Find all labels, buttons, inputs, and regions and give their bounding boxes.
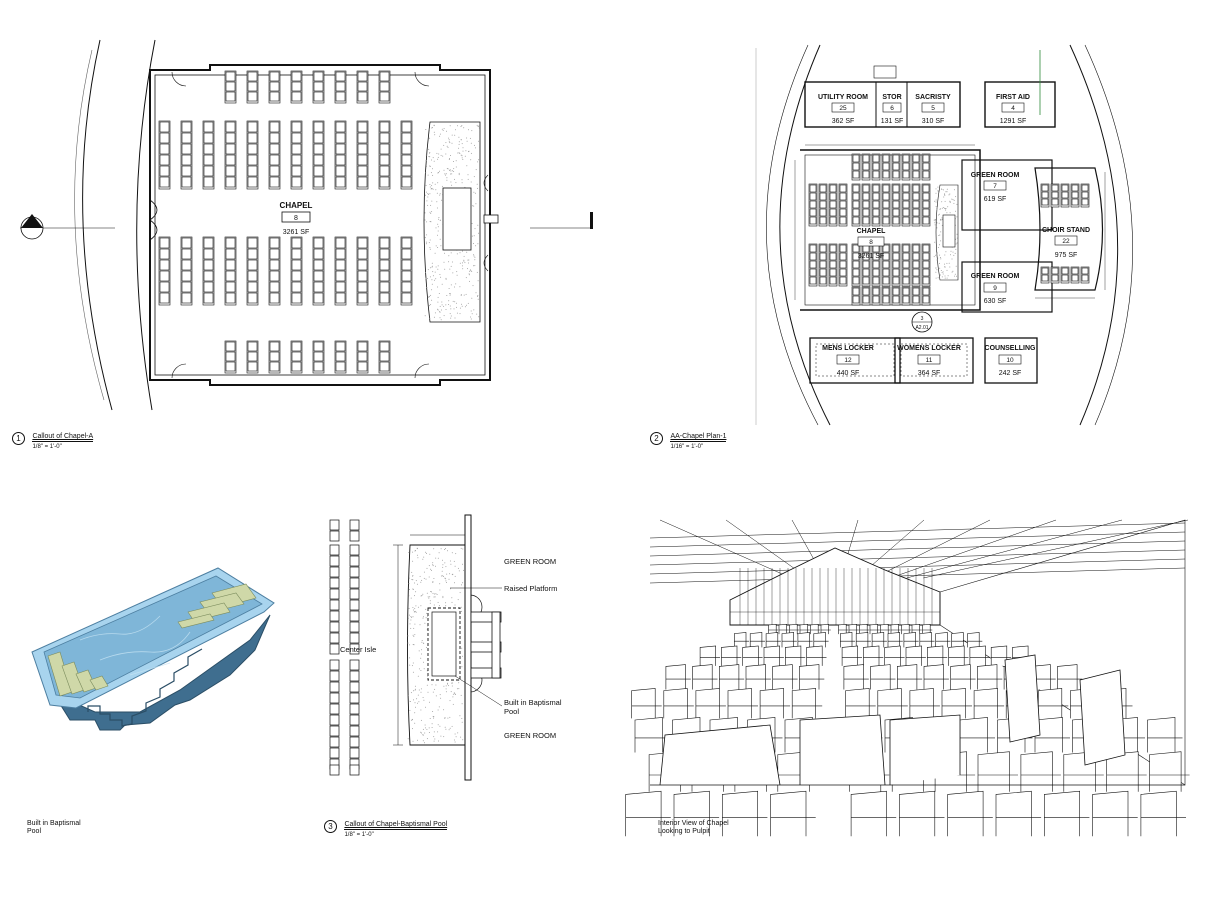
room-area: 3261 SF (283, 229, 309, 236)
section-tag: 3 A2.01 (911, 311, 933, 333)
svg-text:440 SF: 440 SF (837, 370, 860, 377)
view-title: AA-Chapel Plan-1 (670, 433, 727, 440)
view-scale: 1/8" = 1'-0" (344, 829, 448, 840)
chapel-plan-room-tags: UTILITY ROOM 25 362 SF STOR 6 131 SF SAC… (818, 94, 1090, 377)
baptismal-pool-image (31, 567, 275, 731)
pool-render-panel: Built in Baptismal Pool (0, 540, 300, 850)
view-caption: 3 Callout of Chapel-Baptismal Pool 1/8" … (324, 820, 448, 840)
svg-text:SACRISTY: SACRISTY (915, 94, 951, 101)
room-tag-mens-locker: MENS LOCKER 12 440 SF (822, 345, 874, 377)
svg-text:A2.01: A2.01 (915, 325, 928, 331)
svg-text:3: 3 (921, 316, 924, 322)
callout-chapel-a-drawing (20, 39, 593, 411)
svg-text:STOR: STOR (882, 94, 901, 101)
interior-caption-line1: Interior View of Chapel (658, 820, 729, 827)
svg-text:975 SF: 975 SF (1055, 252, 1078, 259)
view-caption: 1 Callout of Chapel-A 1/8" = 1'-0" (12, 432, 94, 452)
svg-text:364 SF: 364 SF (918, 370, 941, 377)
room-tag-choir-stand: CHOIR STAND 22 975 SF (1042, 227, 1090, 259)
baptismal-callout-panel: GREEN ROOM Raised Platform Center Isle B… (310, 500, 610, 860)
pool-caption-line2: Pool (27, 828, 42, 835)
svg-text:8: 8 (869, 239, 873, 246)
svg-text:UTILITY ROOM: UTILITY ROOM (818, 94, 868, 101)
interior-caption-line2: Looking to Pulpit (658, 828, 710, 835)
svg-text:9: 9 (993, 285, 997, 292)
svg-text:25: 25 (839, 105, 847, 112)
svg-text:FIRST AID: FIRST AID (996, 94, 1030, 101)
svg-text:22: 22 (1062, 238, 1070, 245)
svg-text:1291 SF: 1291 SF (1000, 118, 1026, 125)
svg-text:10: 10 (1006, 357, 1014, 364)
pool-caption-line1: Built in Baptismal (27, 820, 81, 827)
svg-text:MENS LOCKER: MENS LOCKER (822, 345, 874, 352)
chapel-plan-panel: UTILITY ROOM 25 362 SF STOR 6 131 SF SAC… (640, 0, 1210, 460)
label-raised-platform: Raised Platform (504, 584, 557, 593)
svg-text:131 SF: 131 SF (881, 118, 904, 125)
svg-text:WOMENS LOCKER: WOMENS LOCKER (897, 345, 961, 352)
room-tag-counselling: COUNSELLING 10 242 SF (985, 345, 1037, 377)
room-tag-sacristy: SACRISTY 5 310 SF (915, 94, 951, 125)
interior-perspective-image (625, 519, 1190, 837)
svg-text:5: 5 (931, 105, 935, 112)
baptismal-callout-labels: GREEN ROOM Raised Platform Center Isle B… (340, 557, 562, 740)
svg-text:242 SF: 242 SF (999, 370, 1022, 377)
room-tag-stor: STOR 6 131 SF (881, 94, 904, 125)
callout-chapel-a-room-tag: CHAPEL 8 3261 SF (280, 201, 313, 236)
view-number: 2 (650, 432, 663, 445)
svg-text:310 SF: 310 SF (922, 118, 945, 125)
room-tag-utility-room: UTILITY ROOM 25 362 SF (818, 94, 868, 125)
room-tag-green-room-9: GREEN ROOM 9 630 SF (971, 273, 1020, 305)
room-number: 8 (294, 215, 298, 222)
svg-text:GREEN ROOM: GREEN ROOM (971, 273, 1020, 280)
svg-text:630 SF: 630 SF (984, 298, 1007, 305)
callout-chapel-a-panel: CHAPEL 8 3261 SF 1 Callout of Chapel-A 1… (0, 0, 610, 460)
label-built-in-pool-2: Pool (504, 707, 519, 716)
svg-text:COUNSELLING: COUNSELLING (985, 345, 1037, 352)
view-number: 3 (324, 820, 337, 833)
room-tag-green-room-7: GREEN ROOM 7 619 SF (971, 172, 1020, 203)
svg-text:362 SF: 362 SF (832, 118, 855, 125)
label-green-room-top: GREEN ROOM (504, 557, 556, 566)
room-tag-chapel: CHAPEL 8 3261 SF (857, 228, 887, 260)
pool-caption: Built in Baptismal Pool (27, 820, 81, 836)
svg-text:12: 12 (844, 357, 852, 364)
label-center-isle: Center Isle (340, 645, 376, 654)
baptismal-callout-drawing (329, 514, 503, 781)
label-green-room-bottom: GREEN ROOM (504, 731, 556, 740)
svg-text:7: 7 (993, 183, 997, 190)
room-name: CHAPEL (280, 201, 313, 210)
view-title: Callout of Chapel-A (32, 433, 94, 440)
svg-text:CHOIR STAND: CHOIR STAND (1042, 227, 1090, 234)
chapel-plan-drawing (755, 44, 1133, 426)
svg-text:4: 4 (1011, 105, 1015, 112)
svg-text:11: 11 (926, 357, 933, 364)
label-built-in-pool-1: Built in Baptismal (504, 698, 562, 707)
room-tag-womens-locker: WOMENS LOCKER 11 364 SF (897, 345, 961, 377)
room-tag-first-aid: FIRST AID 4 1291 SF (996, 94, 1030, 125)
svg-text:6: 6 (890, 105, 894, 112)
interior-caption: Interior View of Chapel Looking to Pulpi… (658, 820, 729, 836)
svg-text:3261 SF: 3261 SF (858, 253, 884, 260)
svg-text:619 SF: 619 SF (984, 196, 1007, 203)
interior-view-panel: Interior View of Chapel Looking to Pulpi… (625, 519, 1190, 850)
view-caption: 2 AA-Chapel Plan-1 1/16" = 1'-0" (650, 432, 727, 452)
view-scale: 1/8" = 1'-0" (32, 441, 94, 452)
view-scale: 1/16" = 1'-0" (670, 441, 727, 452)
view-number: 1 (12, 432, 25, 445)
svg-text:GREEN ROOM: GREEN ROOM (971, 172, 1020, 179)
view-title: Callout of Chapel-Baptismal Pool (344, 821, 448, 828)
svg-text:CHAPEL: CHAPEL (857, 228, 887, 235)
